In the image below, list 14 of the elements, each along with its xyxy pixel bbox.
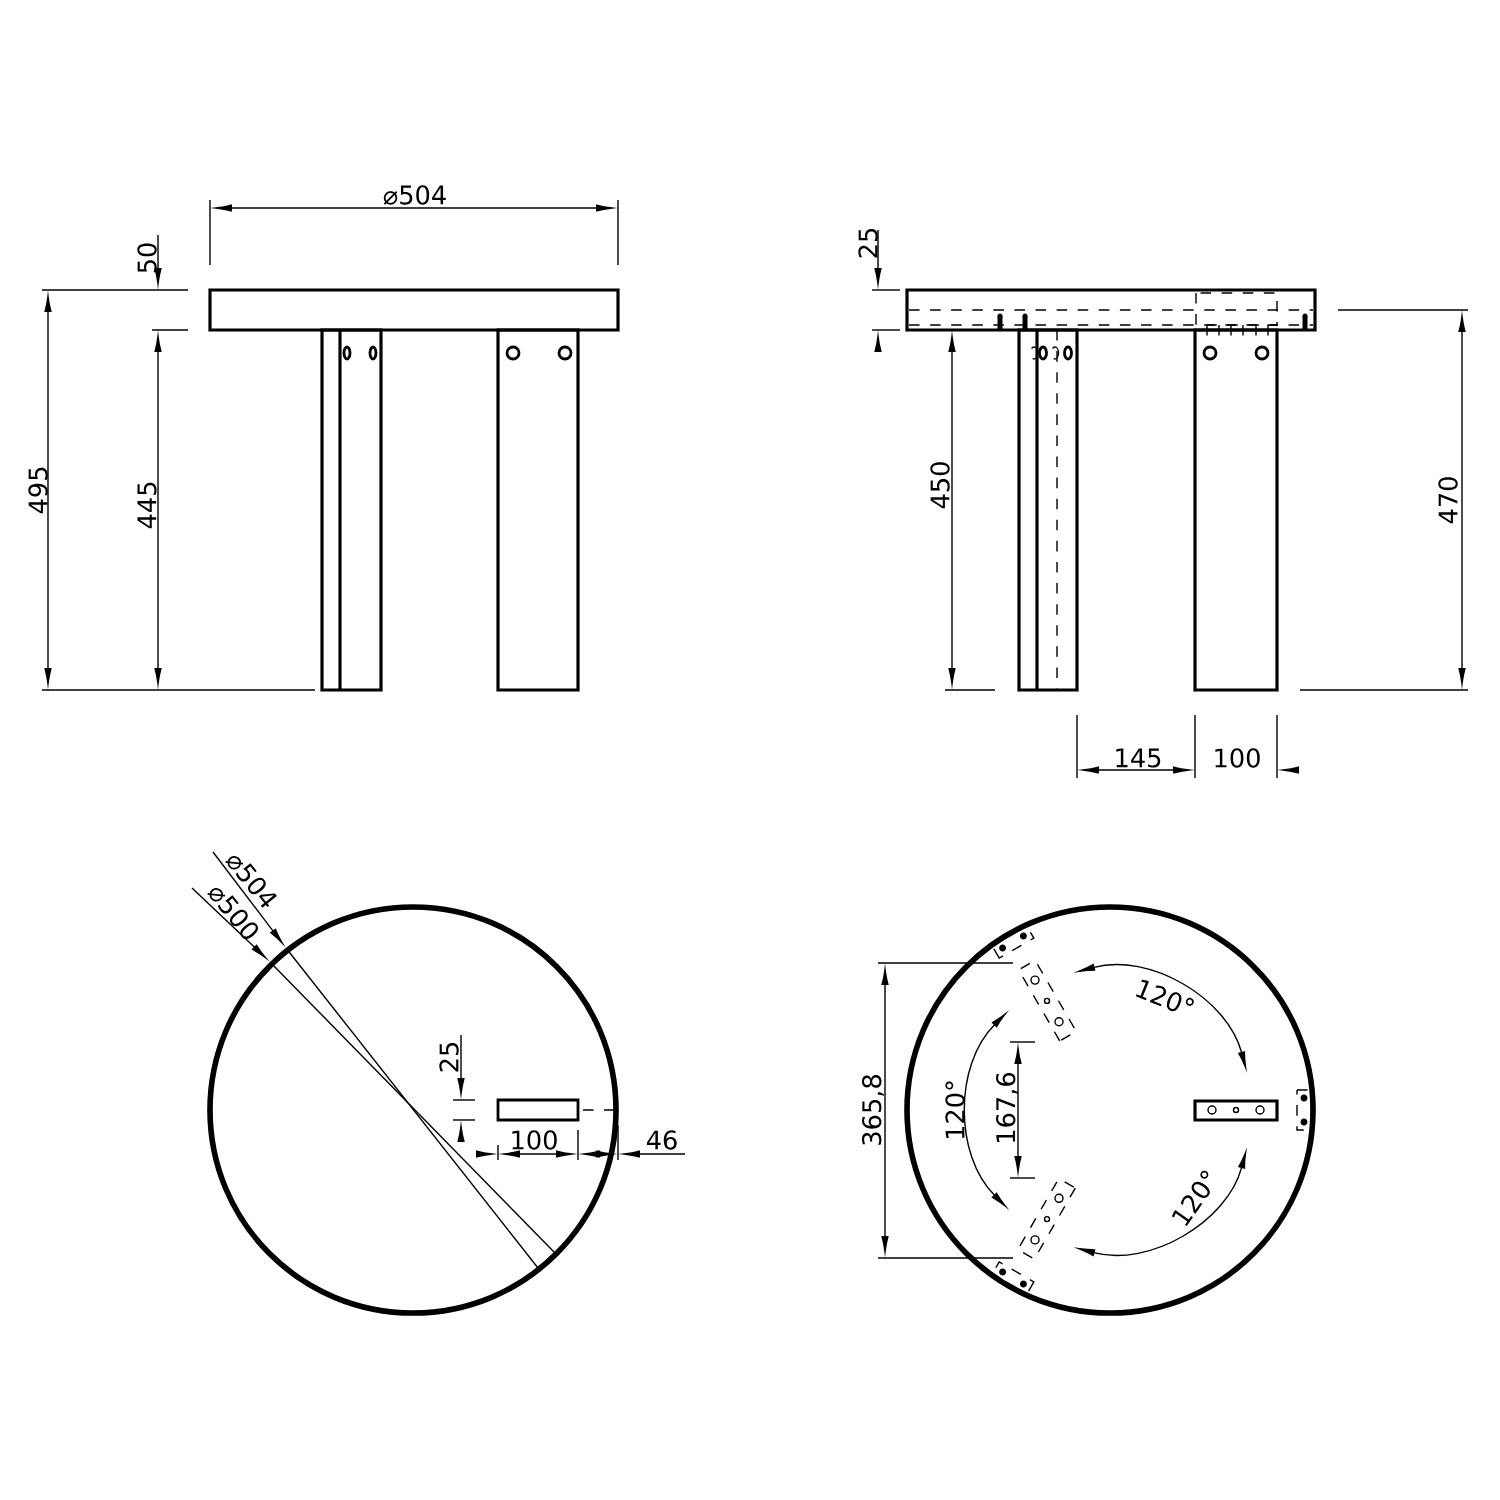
dimension-text: 145 (1116, 748, 1161, 768)
dimension-text: 470 (1438, 477, 1458, 524)
dimension-text: ⌀504 (383, 185, 446, 205)
dimension-text: 120° (945, 1081, 965, 1139)
dimension-text: 495 (28, 467, 48, 514)
dimension-text: 46 (646, 1130, 677, 1150)
dimension-text: 100 (512, 1130, 557, 1150)
dimension-text: 25 (439, 1042, 459, 1072)
dimension-text: 450 (930, 462, 950, 509)
dimension-text: 25 (858, 228, 878, 258)
dimension-text: 445 (137, 482, 157, 529)
dimension-text: 100 (1215, 748, 1260, 768)
dimension-text: 50 (137, 243, 157, 273)
dimension-text: 365,8 (862, 1075, 884, 1145)
